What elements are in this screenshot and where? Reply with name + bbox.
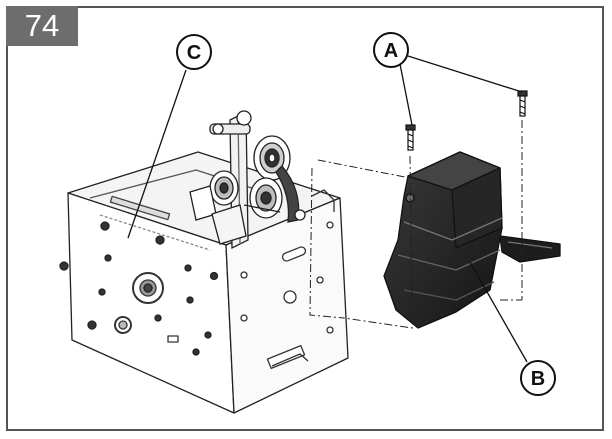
callout-a: A [373,32,523,126]
callout-b-label: B [531,368,545,390]
callout-c-label: C [187,42,201,64]
callout-b: B [469,261,556,396]
gearbox-housing [59,151,349,414]
drive-gears [189,110,306,250]
callout-c: C [127,34,212,239]
screws [405,90,528,151]
alignment-lines [309,120,523,329]
cover [383,151,561,329]
step-number-badge: 74 [6,6,78,46]
callout-a-label: A [384,40,398,62]
